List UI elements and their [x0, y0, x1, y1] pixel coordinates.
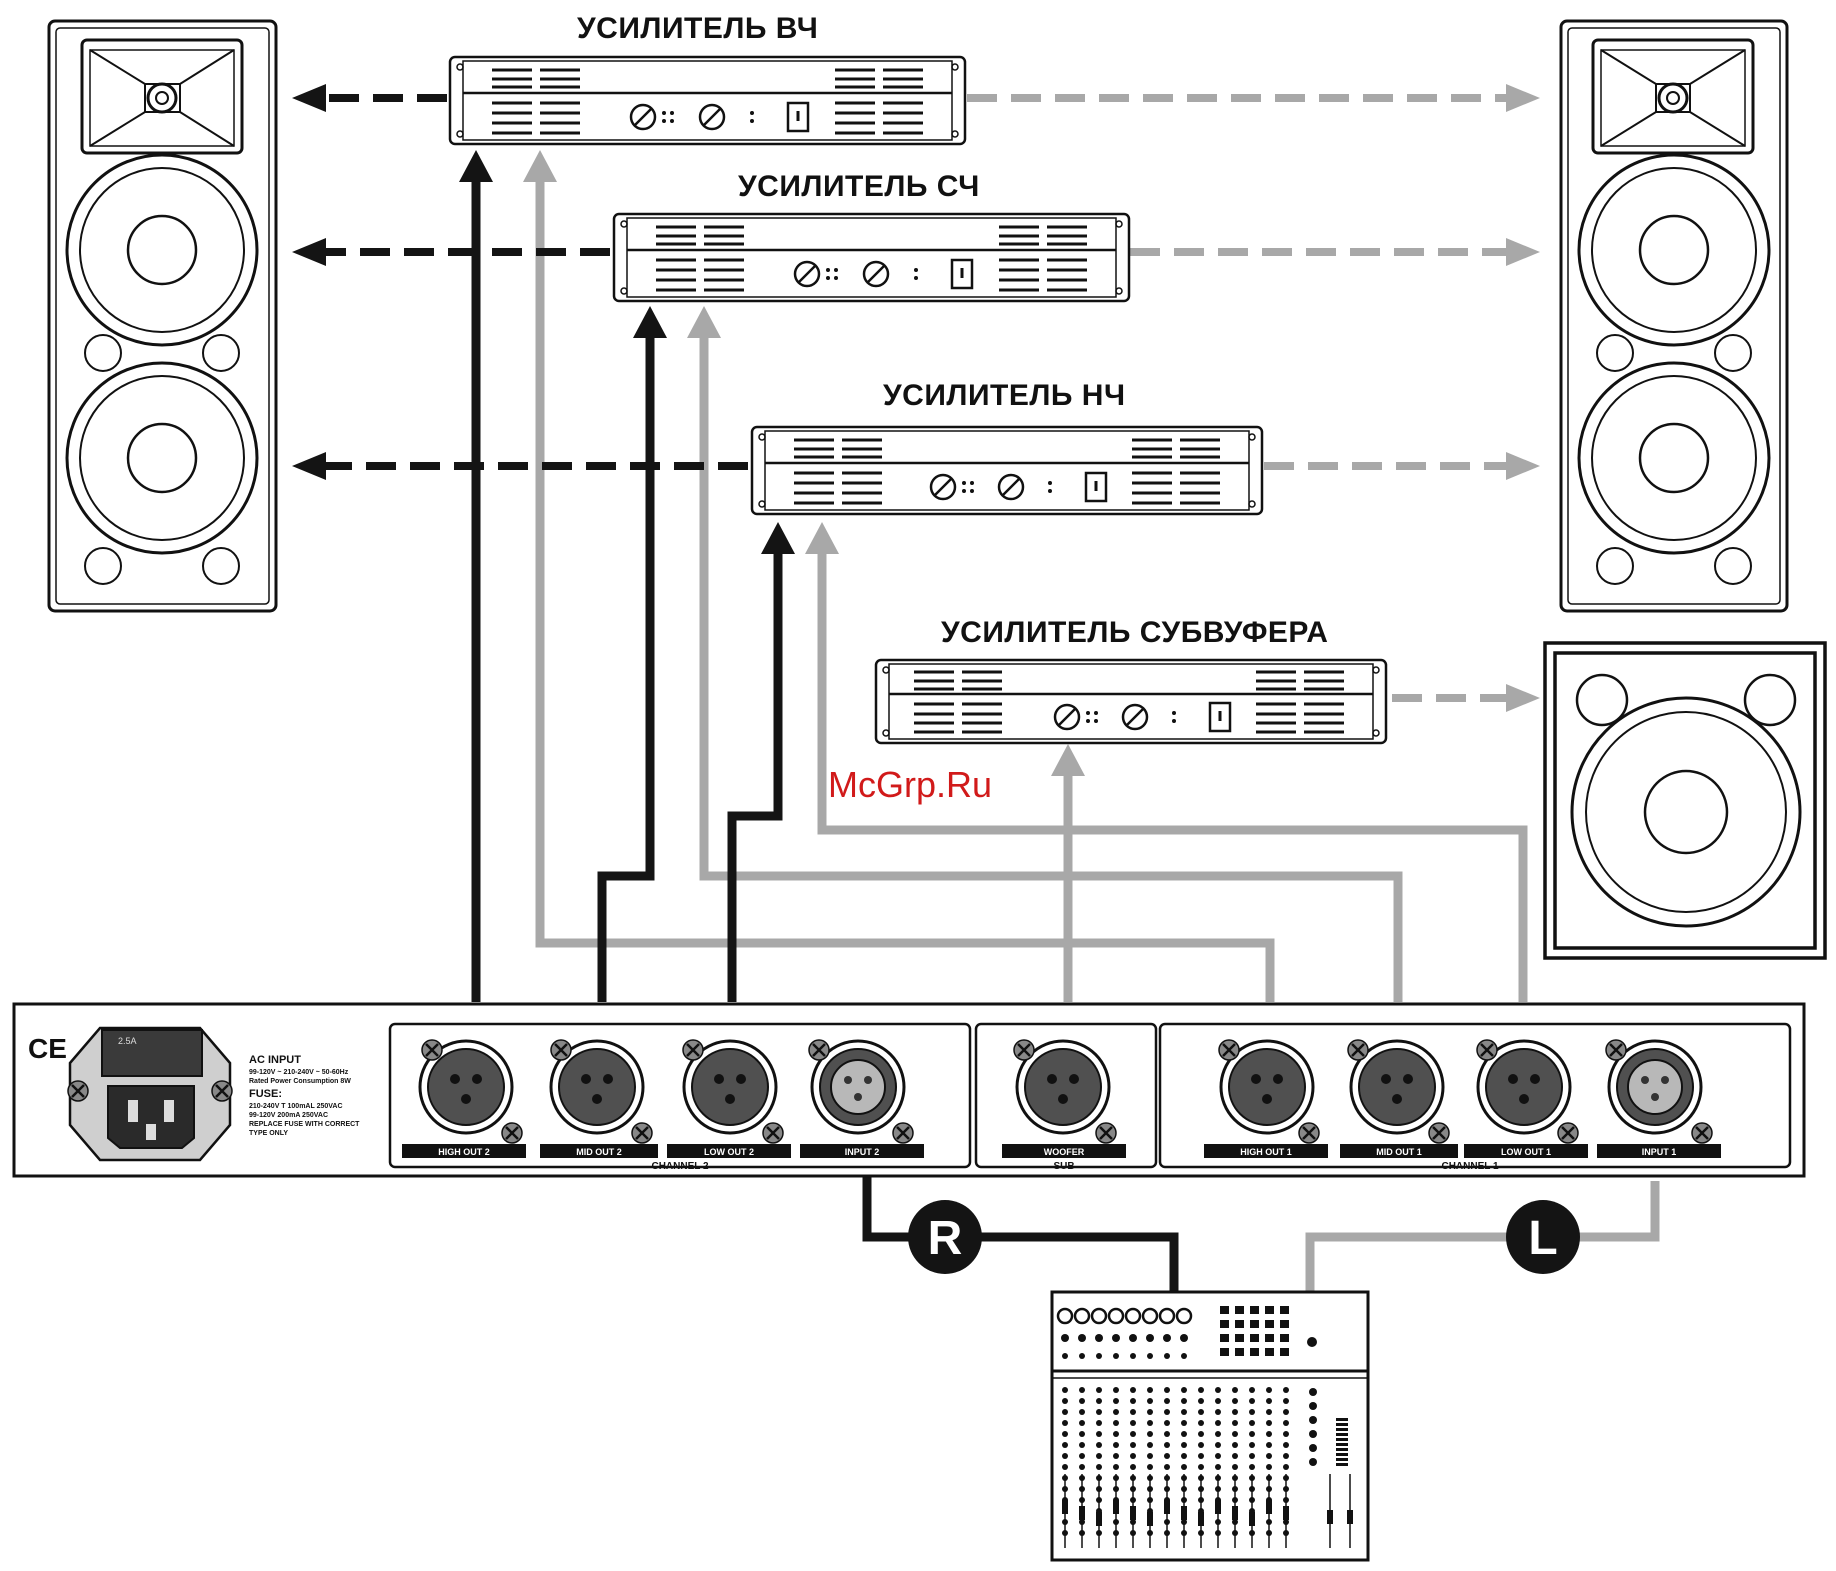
woofer-out-label: WOOFER [1044, 1147, 1085, 1157]
ac-input-title: AC INPUT [249, 1054, 301, 1066]
amp-gain-knob-1 [629, 103, 657, 131]
input-1-label: INPUT 1 [1642, 1147, 1677, 1157]
right-channel-tag: R [908, 1200, 982, 1274]
amp-gain-knob-2 [1121, 703, 1149, 731]
amplifier-low [750, 425, 1264, 516]
amp-vent-left [492, 68, 580, 135]
ac-input-line-2: Rated Power Consumption 8W [249, 1078, 351, 1085]
fuse-holder-label: 2.5A [118, 1036, 137, 1046]
right-speaker-woofer-upper [1577, 153, 1771, 347]
sub-block: WOOFER SUB [974, 1022, 1158, 1172]
amp-power-switch [1208, 701, 1232, 733]
ac-input-line-1: 99-120V ~ 210-240V ~ 50-60Hz [249, 1069, 349, 1076]
mixer-controls [1056, 1306, 1353, 1548]
gray-signal-lines [535, 173, 1528, 1002]
left-channel-letter: L [1528, 1212, 1557, 1265]
amplifier-high-title: УСИЛИТЕЛЬ ВЧ [577, 12, 819, 45]
amp-vent-right [1132, 438, 1220, 505]
amp-vent-right [999, 225, 1087, 292]
mid-out-1-label: MID OUT 1 [1376, 1147, 1422, 1157]
amplifier-sub [874, 658, 1388, 745]
amp-gain-knob-2 [862, 260, 890, 288]
amp-gain-knob-2 [698, 103, 726, 131]
channel-2-label: CHANNEL 2 [651, 1161, 708, 1172]
right-speaker-horn [1591, 38, 1755, 155]
left-channel-tag: L [1506, 1200, 1580, 1274]
amp-power-switch [786, 101, 810, 133]
left-speaker-woofer-upper [65, 153, 259, 347]
amp-vent-left [656, 225, 744, 292]
amp-vent-left [794, 438, 882, 505]
left-speaker [47, 19, 278, 613]
fuse-title: FUSE: [249, 1088, 282, 1100]
high-out-1-label: HIGH OUT 1 [1240, 1147, 1292, 1157]
watermark: McGrp.Ru [828, 764, 993, 805]
fuse-line-2: 99-120V 200mA 250VAC [249, 1112, 328, 1119]
mixing-console [1050, 1290, 1370, 1562]
amp-gain-knob-1 [929, 473, 957, 501]
amp-gain-knob-1 [793, 260, 821, 288]
amp-gain-knob-1 [1053, 703, 1081, 731]
amp-vent-right [835, 68, 923, 135]
fuse-line-1: 210-240V T 100mAL 250VAC [249, 1103, 343, 1110]
sub-label: SUB [1053, 1161, 1074, 1172]
amplifier-mid [612, 212, 1131, 303]
mixer-cables [862, 1145, 1660, 1292]
fuse-line-4: TYPE ONLY [249, 1130, 288, 1137]
channel-1-label: CHANNEL 1 [1441, 1161, 1498, 1172]
iec-power-inlet: 2.5A [66, 1026, 234, 1162]
amp-power-switch [1084, 471, 1108, 503]
channel-1-block: HIGH OUT 1 MID OUT 1 LOW OUT 1 INPUT 1 C… [1158, 1022, 1792, 1172]
amp-vent-right [1256, 670, 1344, 734]
amplifier-high [448, 55, 967, 146]
mid-out-2-label: MID OUT 2 [576, 1147, 622, 1157]
left-speaker-horn [80, 38, 244, 155]
left-speaker-woofer-lower [65, 361, 259, 555]
amplifier-low-title: УСИЛИТЕЛЬ НЧ [883, 379, 1126, 412]
crossover-rear-panel: CE 2.5A AC INPUT 99-120V ~ 210-240V ~ 50… [12, 1002, 1806, 1178]
fuse-line-3: REPLACE FUSE WITH CORRECT [249, 1121, 360, 1128]
amp-vent-left [914, 670, 1002, 734]
channel-2-block: HIGH OUT 2 MID OUT 2 LOW OUT 2 INPUT 2 C… [388, 1022, 972, 1172]
low-out-1-label: LOW OUT 1 [1501, 1147, 1551, 1157]
black-signal-lines [471, 173, 783, 1002]
right-speaker-woofer-lower [1577, 361, 1771, 555]
amplifier-mid-title: УСИЛИТЕЛЬ СЧ [738, 170, 980, 203]
right-speaker [1559, 19, 1789, 613]
ce-mark: CE [28, 1033, 67, 1064]
amplifier-sub-title: УСИЛИТЕЛЬ СУБВУФЕРА [941, 616, 1329, 649]
amp-power-switch [950, 258, 974, 290]
high-out-2-label: HIGH OUT 2 [438, 1147, 490, 1157]
power-specs: AC INPUT 99-120V ~ 210-240V ~ 50-60Hz Ra… [249, 1054, 360, 1137]
speaker-feed-arrows [292, 84, 1540, 712]
subwoofer-cabinet [1543, 641, 1827, 960]
right-channel-letter: R [928, 1212, 963, 1265]
input-2-label: INPUT 2 [845, 1147, 880, 1157]
amp-gain-knob-2 [997, 473, 1025, 501]
low-out-2-label: LOW OUT 2 [704, 1147, 754, 1157]
signal-arrowheads [459, 150, 1085, 776]
